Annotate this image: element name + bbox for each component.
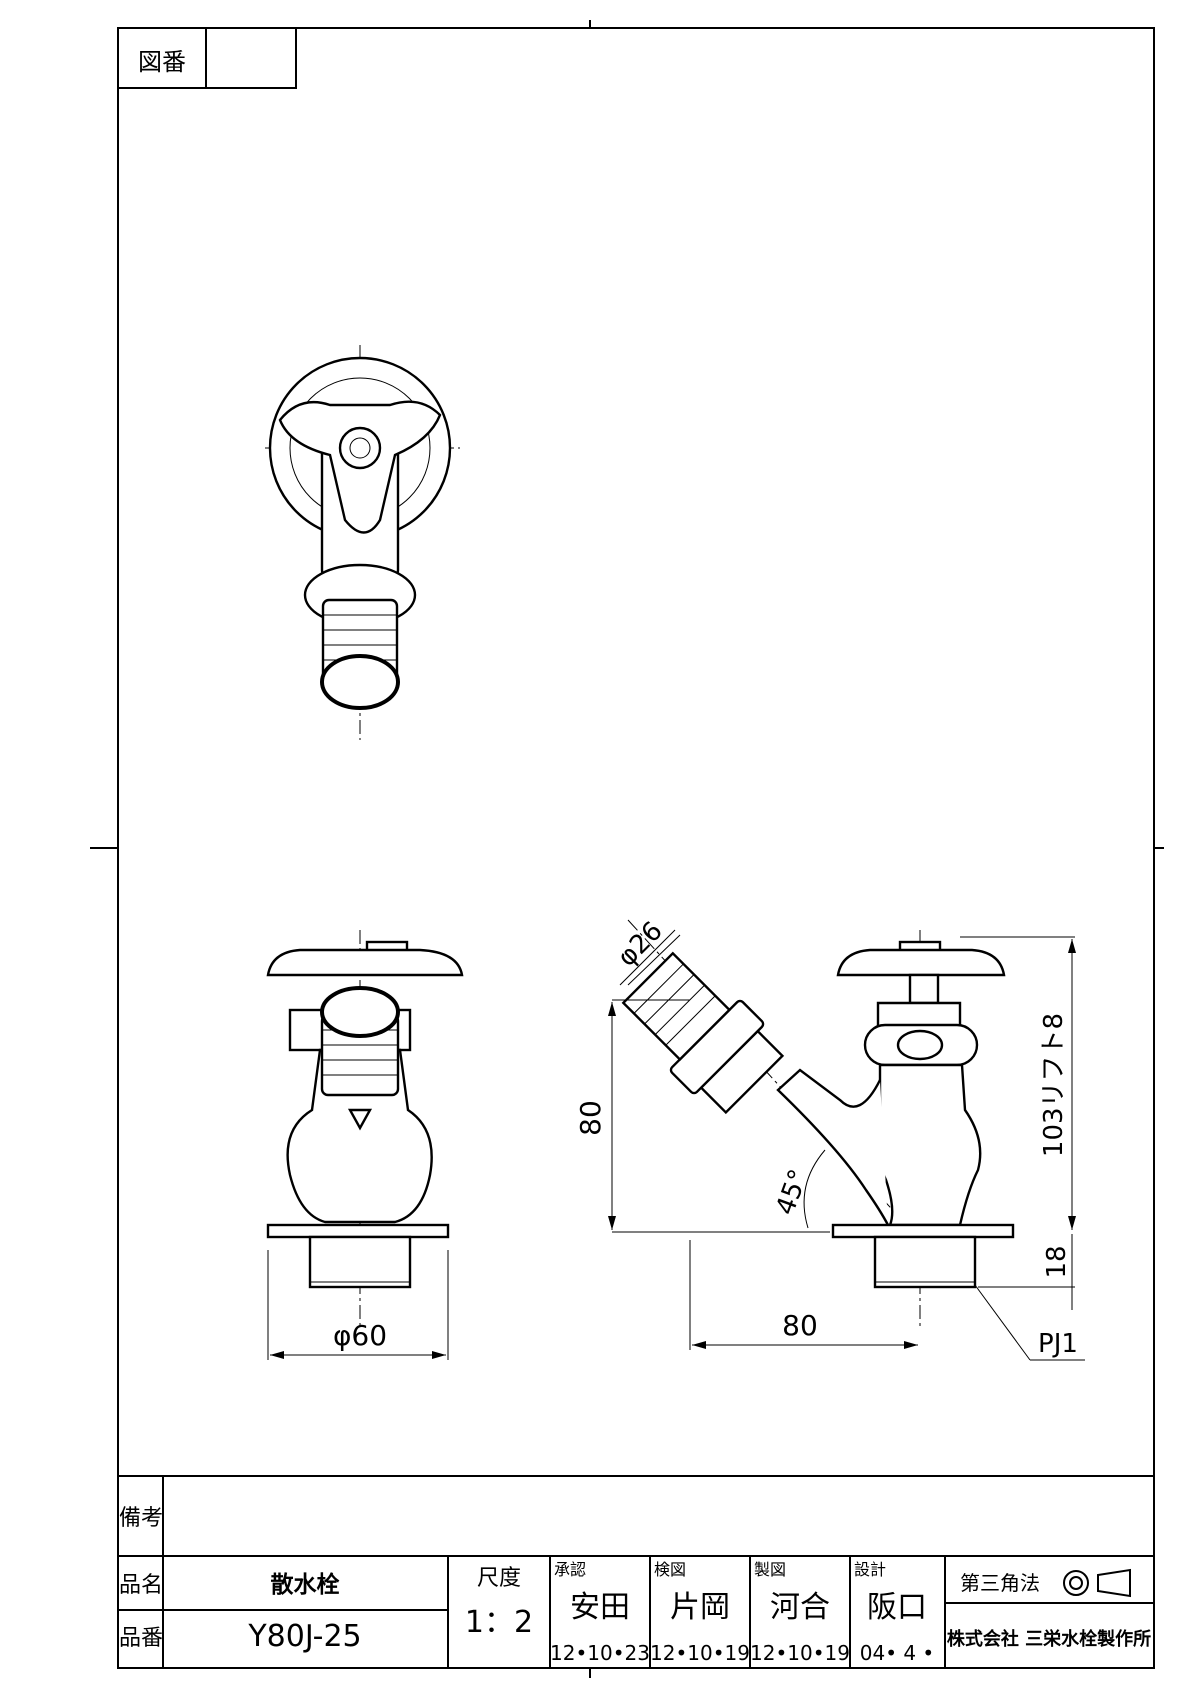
design-label: 設計	[854, 1560, 886, 1579]
handle-side	[836, 948, 1006, 977]
dim-line-d26	[619, 929, 676, 986]
scale-label: 尺度	[477, 1566, 521, 1591]
projection-cone	[1097, 1568, 1131, 1598]
hose-ribs-side	[633, 963, 716, 1046]
check-date: 12•10•19	[650, 1641, 750, 1665]
thread-side	[873, 1235, 977, 1289]
dim-height-lift: 103リフト8	[1039, 1013, 1069, 1157]
dim-angle: 45°	[771, 1165, 815, 1219]
side-view: 80 80 45° φ26 103リフト8 18 PJ1	[574, 916, 1085, 1361]
leader-thread	[974, 1284, 1031, 1361]
design-date: 04• 4 •	[860, 1641, 934, 1665]
dim-thread-len: 18	[1042, 1245, 1072, 1278]
design-name: 阪口	[867, 1590, 927, 1625]
projection-outer-circle	[1063, 1570, 1089, 1596]
projection-label: 第三角法	[960, 1571, 1040, 1595]
flange-plate-side	[831, 1223, 1015, 1239]
dim-h80: 80	[574, 1100, 607, 1136]
dim-thread: PJ1	[1038, 1329, 1078, 1359]
union-nut-oval-side	[896, 1029, 944, 1061]
outer-border	[117, 27, 1155, 1669]
sheet-frame	[90, 20, 1164, 1678]
drawing-number-label: 図番	[138, 48, 186, 76]
handle-front	[266, 948, 464, 977]
front-view: φ60	[266, 930, 464, 1360]
check-label: 検図	[654, 1560, 686, 1579]
hose-outlet-front	[320, 986, 400, 1038]
check-name: 片岡	[670, 1590, 730, 1625]
approval-name: 安田	[570, 1590, 630, 1625]
dim-d26: φ26	[612, 916, 669, 973]
ext-line-d26-a	[627, 934, 681, 986]
scale-value: 1：2	[465, 1605, 533, 1640]
spout-tip-front	[347, 1108, 373, 1131]
part-no-label: 品番	[119, 1626, 163, 1651]
part-no-value: Y80J-25	[247, 1619, 361, 1654]
flange-plate-front	[266, 1223, 450, 1239]
remarks-label: 備考	[119, 1506, 163, 1531]
approval-label: 承認	[554, 1560, 586, 1579]
handle-screw-inner-top	[349, 437, 371, 459]
drafting-label: 製図	[754, 1560, 786, 1579]
drafting-name: 河合	[770, 1590, 830, 1625]
hose-barb-side	[621, 951, 732, 1062]
dim-arc-angle	[803, 1149, 826, 1229]
spout-neck-side	[776, 1068, 890, 1226]
approval-date: 12•10•23	[550, 1641, 650, 1665]
drawing-number-box: 図番	[117, 27, 297, 89]
third-angle-projection-symbol	[1063, 1568, 1131, 1598]
dim-d60: φ60	[333, 1319, 387, 1352]
name-value: 散水栓	[271, 1572, 340, 1598]
name-label: 品名	[119, 1573, 163, 1598]
thread-front	[308, 1235, 412, 1289]
projection-inner-circle	[1069, 1576, 1083, 1590]
top-view	[265, 345, 460, 740]
dim-w80: 80	[782, 1309, 818, 1342]
body-side	[875, 1063, 982, 1227]
hose-outlet-top	[320, 654, 400, 710]
title-block: 備考 品名 散水栓 品番 Y80J-25 尺度 1：2 承認 安田 12•10•…	[118, 1475, 1154, 1668]
drafting-date: 12•10•19	[750, 1641, 850, 1665]
stem-side	[908, 973, 940, 1005]
company-name: 株式会社 三栄水栓製作所	[947, 1628, 1151, 1650]
hose-ribs-top	[323, 614, 397, 661]
handle-screw-top	[338, 426, 382, 470]
spout-assembly-side	[621, 951, 785, 1115]
